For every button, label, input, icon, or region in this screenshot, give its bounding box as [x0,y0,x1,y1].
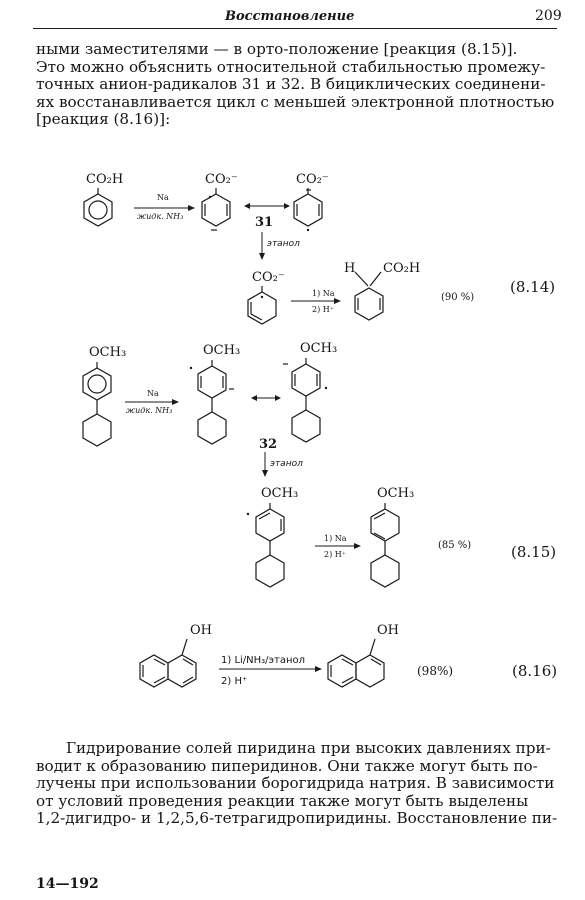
step1-8-16: 1) Li/NH₃/этанол [221,655,305,666]
resonance-arrow-32 [251,395,281,401]
running-header: Восстановление [225,9,355,24]
dihydrobenzoic-acid-product: H CO₂H [344,261,420,321]
methoxy-label-a: OCH₃ [89,345,126,360]
step1-8-14: 1) Na [312,289,335,298]
tetrahydronaphthol-product: OH [327,623,399,688]
solvent-ethanol: этанол [267,239,300,249]
resonance-arrow-31 [244,203,290,209]
reaction-arrow-8-14-step1: Na жидк. NH₃ [134,193,195,221]
yield-8-15: (85 %) [438,540,471,551]
product-hydrogen: H [344,261,355,276]
reagent-na-8-15: Na [147,389,159,398]
radical-anion-31-form-b: CO₂⁻ [293,172,329,232]
reaction-arrow-8-16: 1) Li/NH₃/этанол 2) H⁺ [219,655,322,687]
methoxy-label-d: OCH₃ [261,486,298,501]
radical-anion-31-form-a: CO₂⁻ [201,172,238,231]
solvent-ethanol-8-15: этанол [270,459,303,469]
anion-substituent-c: CO₂⁻ [252,270,285,285]
printer-signature: 14—192 [36,876,99,892]
benzoic-acid-substituent: CO₂H [86,172,123,187]
step2-8-14: 2) H⁺ [312,305,334,314]
reaction-arrow-8-15-step1: Na жидк. NH₃ [125,389,179,415]
yield-8-14: (90 %) [441,292,474,303]
reaction-8-16: OH 1) Li/NH₃/этанол 2) H⁺ OH (98%) [139,623,557,688]
benzoic-acid-structure: CO₂H [83,172,123,227]
reaction-8-15: OCH₃ Na жидк. NH₃ OCH₃ [82,341,556,588]
methoxyphenyl-cyclohexane: OCH₃ [82,345,126,447]
hydroxyl-label-a: OH [190,623,212,638]
equation-number-8-15: (8.15) [511,543,556,561]
paragraph-top-line-3: точных анион-радикалов 31 и 32. В бицикл… [36,75,546,94]
reagent-na: Na [157,193,169,202]
page-number: 209 [535,8,562,24]
methoxy-label-c: OCH₃ [300,341,337,356]
dihydroanisole-product: OCH₃ [370,486,414,588]
reagent-ammonia-8-15: жидк. NH₃ [126,406,172,415]
paragraph-bottom: Гидрирование солей пиридина при высоких … [36,739,558,828]
step1-8-15: 1) Na [324,534,347,543]
paragraph-top-line-4: ях восстанавливается цикл с меньшей элек… [36,92,555,111]
paragraph-bottom-line-2: водит к образованию пиперидинов. Они так… [36,756,538,775]
intermediate-label-32: 32 [259,437,277,452]
ethanol-arrow-8-14: этанол [259,232,300,260]
intermediate-anion-8-14: CO₂⁻ [247,270,285,325]
header-rule [33,28,557,29]
radical-anion-32-form-b: OCH₃ [283,341,337,443]
equation-number-8-14: (8.14) [510,278,555,296]
paragraph-bottom-line-4: от условий проведения реакции также могу… [36,791,529,810]
methoxy-label-e: OCH₃ [377,486,414,501]
paragraph-bottom-line-3: лучены при использовании борогидрида нат… [36,774,555,793]
reagent-liquid-ammonia: жидк. NH₃ [137,212,183,221]
methoxy-label-b: OCH₃ [203,343,240,358]
intermediate-diene-8-15: OCH₃ [246,486,298,588]
reaction-arrow-8-15-step2: 1) Na 2) H⁺ [315,534,361,559]
anion-substituent-a: CO₂⁻ [205,172,238,187]
hydroxyl-label-b: OH [377,623,399,638]
paragraph-top: ными заместителями — в орто-положение [р… [36,40,556,129]
equation-number-8-16: (8.16) [512,662,557,680]
naphthol-structure: OH [139,623,212,688]
reaction-8-14: CO₂H Na жидк. NH₃ CO₂⁻ [83,172,555,325]
paragraph-top-line-5: [реакция (8.16)]: [36,110,171,129]
radical-anion-32-form-a: OCH₃ [189,343,240,445]
ethanol-arrow-8-15: этанол [262,452,303,477]
product-substituent-8-14: CO₂H [383,261,420,276]
reaction-arrow-8-14-step2: 1) Na 2) H⁺ [291,289,341,314]
intermediate-label-31: 31 [255,215,273,230]
step2-8-15: 2) H⁺ [324,550,346,559]
step2-8-16: 2) H⁺ [221,676,247,687]
anion-substituent-b: CO₂⁻ [296,172,329,187]
paragraph-top-line-1: ными заместителями — в орто-положение [р… [36,40,518,58]
yield-8-16: (98%) [417,664,453,678]
paragraph-bottom-line-1: Гидрирование солей пиридина при высоких … [66,739,551,757]
paragraph-top-line-2: Это можно объяснить относительной стабил… [36,57,546,76]
paragraph-bottom-line-5: 1,2-дигидро- и 1,2,5,6-тетрагидропиридин… [36,809,558,828]
